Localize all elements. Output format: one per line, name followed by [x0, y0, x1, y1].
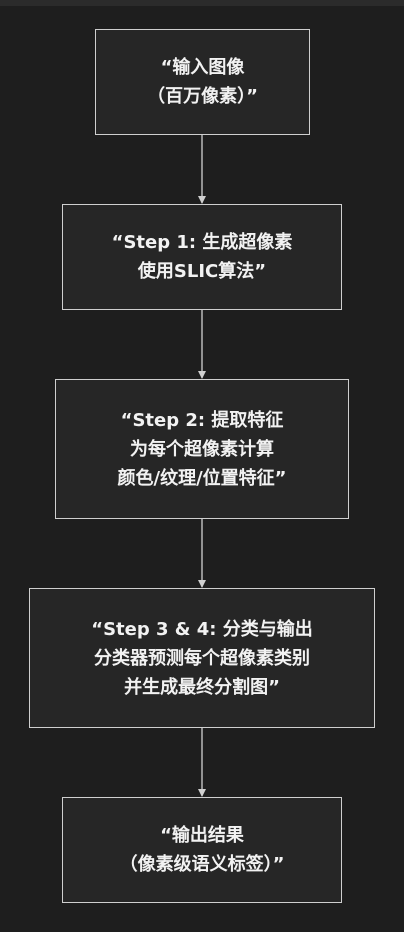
- node-line: 为每个超像素计算: [130, 438, 274, 460]
- node-input-image: “输入图像 （百万像素）”: [95, 29, 310, 135]
- node-step2-features: “Step 2: 提取特征 为每个超像素计算 颜色/纹理/位置特征”: [55, 379, 349, 519]
- node-line: 使用SLIC算法”: [137, 261, 267, 282]
- node-line: 并生成最终分割图”: [124, 676, 280, 698]
- node-line: （百万像素）”: [147, 86, 258, 107]
- node-line: 分类器预测每个超像素类别: [94, 647, 310, 669]
- node-line: “Step 2: 提取特征: [120, 409, 284, 431]
- node-step1-superpixels: “Step 1: 生成超像素 使用SLIC算法”: [62, 204, 342, 310]
- node-step3-4-classify-output: “Step 3 & 4: 分类与输出 分类器预测每个超像素类别 并生成最终分割图…: [29, 588, 375, 728]
- node-line: “输出结果: [160, 825, 244, 846]
- node-line: “Step 3 & 4: 分类与输出: [91, 618, 313, 640]
- top-bar: [0, 0, 404, 6]
- node-line: （像素级语义标签）”: [119, 854, 285, 875]
- node-line: 颜色/纹理/位置特征”: [117, 467, 287, 489]
- node-output-result: “输出结果 （像素级语义标签）”: [62, 797, 342, 903]
- node-line: “Step 1: 生成超像素: [111, 232, 293, 253]
- node-line: “输入图像: [160, 57, 245, 78]
